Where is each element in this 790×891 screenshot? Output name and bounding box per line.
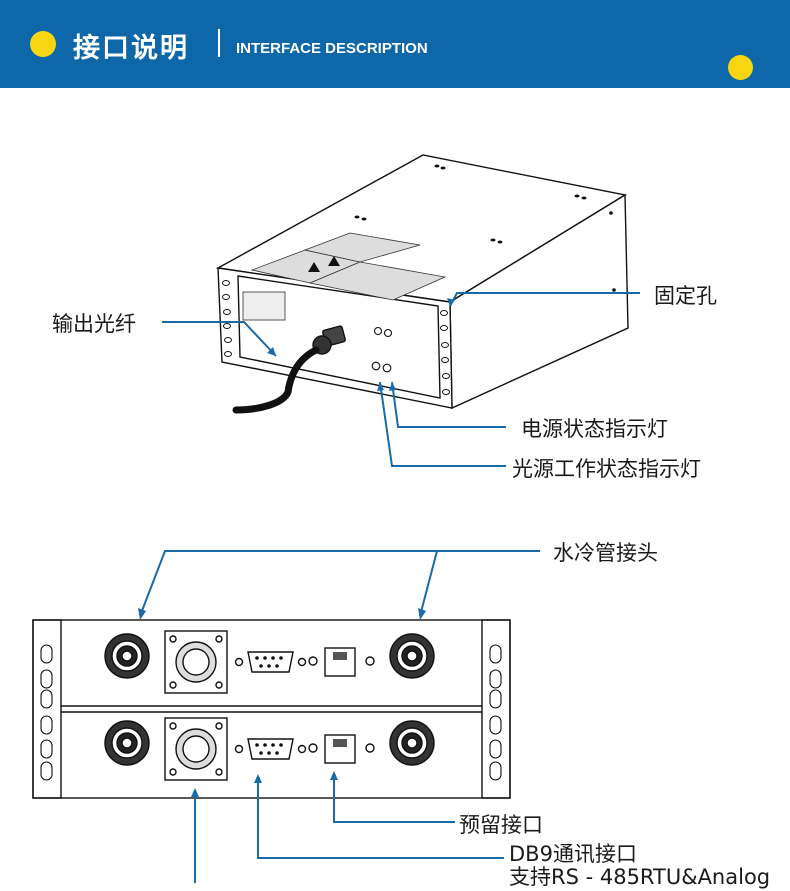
callout-arrowheads-top [267, 298, 455, 391]
label-power-indicator: 电源状态指示灯 [521, 417, 668, 441]
label-water-cooling-connector: 水冷管接头 [553, 541, 658, 565]
rack-unit-lower [104, 717, 435, 781]
yellow-dot-icon [728, 55, 753, 80]
label-db9-port: DB9通讯接口 [509, 842, 637, 866]
label-mounting-hole: 固定孔 [654, 284, 717, 308]
callout-arrowheads-bottom [138, 608, 426, 797]
yellow-dot-icon [30, 31, 56, 57]
rack-unit-upper [104, 630, 435, 694]
section-title: 接口说明 [73, 33, 189, 64]
callout-lines-bottom [139, 550, 540, 883]
label-fiber-output: 输出光纤 [52, 312, 136, 336]
header-banner: 接口说明 INTERFACE DESCRIPTION [0, 0, 790, 88]
label-light-source-indicator: 光源工作状态指示灯 [512, 457, 701, 481]
label-reserved-port: 预留接口 [459, 813, 543, 837]
label-db9-support: 支持RS - 485RTU&Analog [509, 865, 771, 889]
rack-panel-illustration [32, 619, 511, 799]
section-subtitle: INTERFACE DESCRIPTION [236, 40, 428, 57]
title-divider [218, 29, 220, 57]
laser-unit-illustration [215, 154, 629, 414]
